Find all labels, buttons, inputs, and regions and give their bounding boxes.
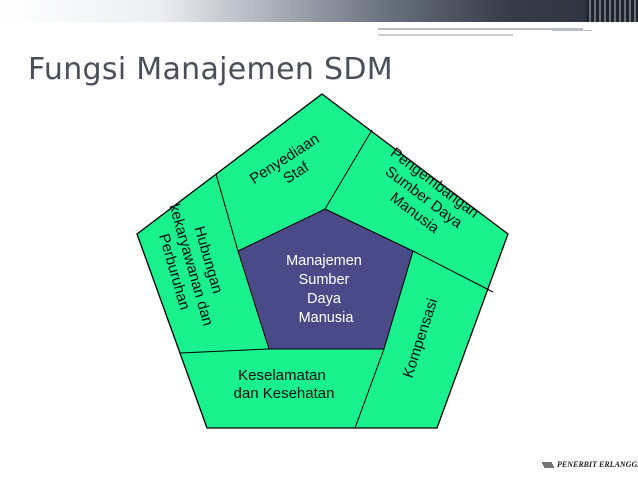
segment-label-line: dan Kesehatan: [234, 385, 335, 402]
segment-label-line: Keselamatan: [238, 367, 326, 384]
divider-line: [179, 348, 270, 354]
segment-dividers: [179, 129, 494, 429]
top-banner: [0, 0, 638, 22]
center-label-line: Manusia: [299, 310, 355, 326]
decor-line: [378, 34, 513, 36]
center-label-line: Sumber: [299, 272, 350, 288]
banner-stripes: [586, 0, 638, 22]
publisher-logo: PENERBIT ERLANGGA: [542, 460, 638, 469]
divider-line: [354, 348, 385, 429]
center-label-line: Manajemen: [286, 253, 362, 269]
publisher-name: PENERBIT ERLANGGA: [557, 460, 638, 469]
center-pentagon: [237, 208, 414, 350]
divider-line: [412, 250, 494, 293]
center-label-line: Daya: [307, 291, 342, 307]
center-label: Manajemen Sumber Daya Manusia: [286, 253, 366, 326]
slide-title: Fungsi Manajemen SDM: [28, 52, 393, 87]
divider-line: [215, 173, 239, 252]
decor-line: [378, 28, 583, 30]
divider-line: [324, 129, 373, 210]
decor-line: [552, 30, 592, 31]
segment-label-keselamatan-kesehatan: Keselamatan dan Kesehatan: [234, 367, 335, 402]
publisher-mark-icon: [542, 461, 554, 468]
